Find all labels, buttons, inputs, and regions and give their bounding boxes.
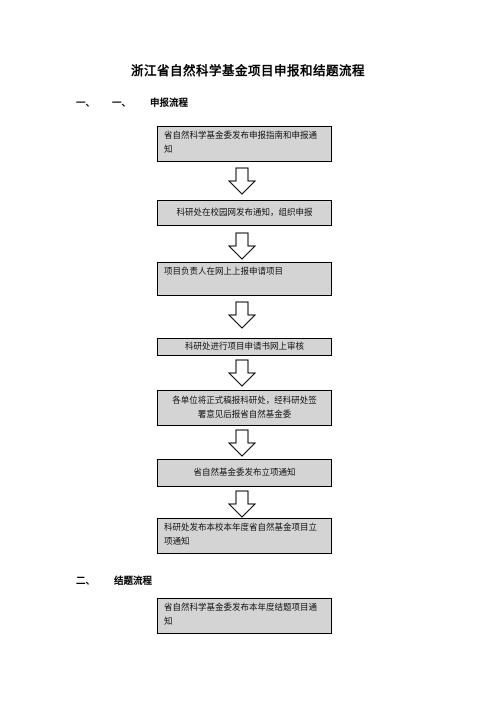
flow-step-5: 各单位将正式稿报科研处，经科研处签署意见后报省自然基金委 — [157, 390, 332, 426]
flow-step-3: 项目负责人在网上上报申请项目 — [157, 262, 332, 296]
down-arrow-icon — [228, 232, 256, 260]
flow-step-6: 省自然基金委发布立项通知 — [157, 459, 332, 487]
down-arrow-icon — [228, 490, 256, 518]
section-number: 二、 — [76, 576, 96, 587]
down-arrow-icon — [228, 429, 256, 457]
down-arrow-icon — [228, 301, 256, 329]
flow-step-4: 科研处进行项目申请书网上审核 — [157, 338, 332, 356]
down-arrow-icon — [228, 359, 256, 387]
completion-step-1: 省自然科学基金委发布本年度结题项目通知 — [157, 598, 332, 634]
section-label: 结题流程 — [114, 576, 153, 587]
flow-step-7: 科研处发布本校本年度省自然基金项目立项通知 — [157, 518, 332, 554]
section-number: 一、 — [76, 98, 96, 109]
section-number-repeat: 一、 — [112, 98, 132, 109]
flow-step-2: 科研处在校园网发布通知，组织申报 — [157, 200, 332, 226]
flow-step-1: 省自然科学基金委发布申报指南和申报通知 — [157, 126, 332, 162]
down-arrow-icon — [228, 167, 256, 195]
document-title: 浙江省自然科学基金项目申报和结题流程 — [130, 63, 365, 78]
section-label: 申报流程 — [150, 98, 189, 109]
